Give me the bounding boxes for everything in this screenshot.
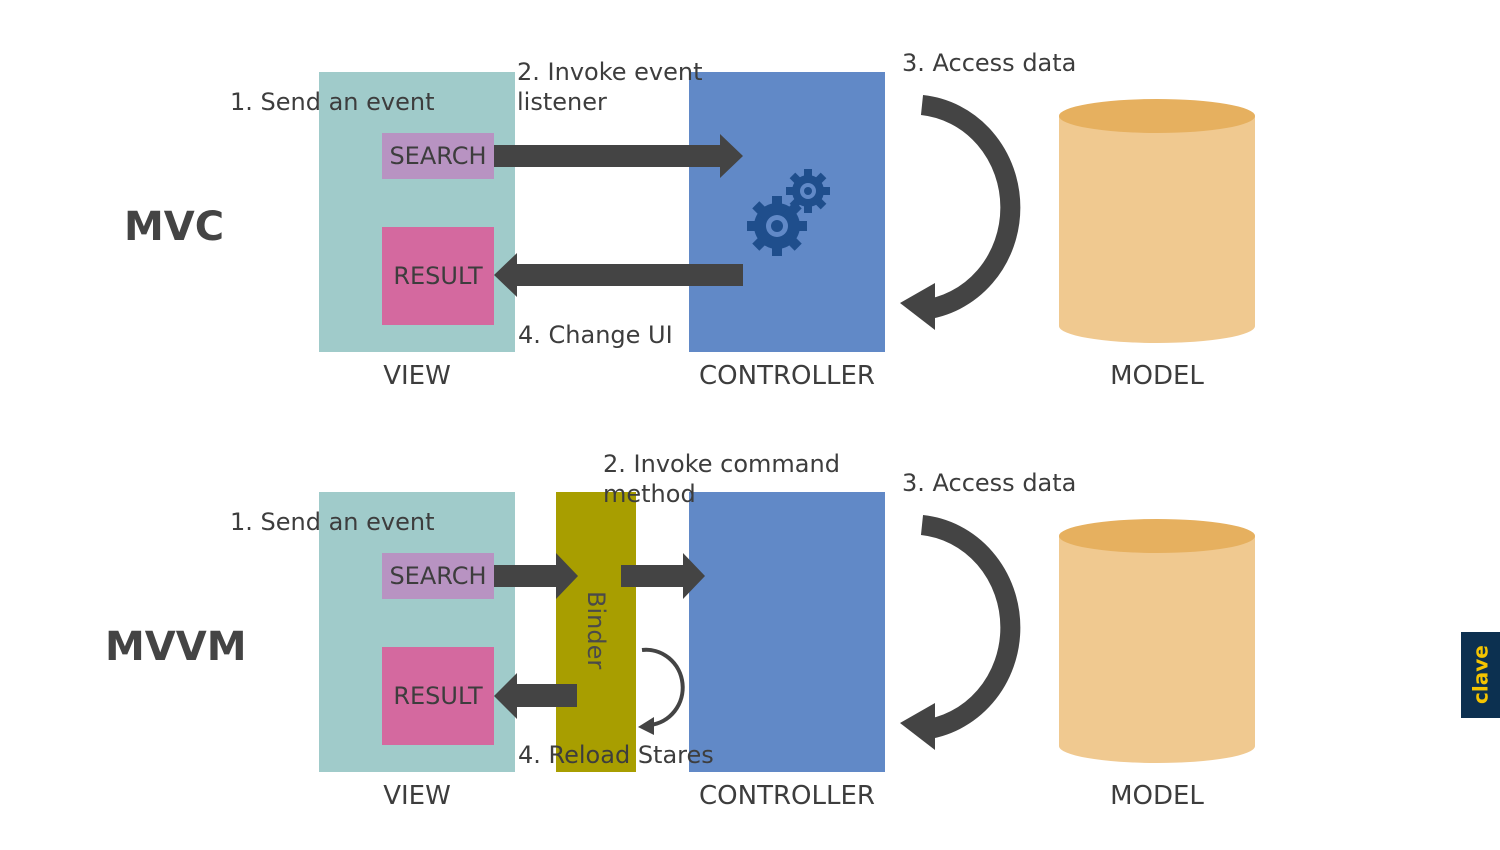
mvvm-step4-label: 4. Reload Stares (518, 741, 714, 769)
mvc-result-box: RESULT (382, 227, 494, 325)
mvc-title: MVC (124, 204, 225, 250)
mvvm-model-cylinder (1059, 519, 1255, 763)
binder-label: Binder (582, 590, 610, 670)
mvvm-reload-arrow (494, 673, 577, 719)
mvvm-model-caption: MODEL (1110, 781, 1204, 811)
mvc-model-caption: MODEL (1110, 361, 1204, 391)
gears-icon (747, 169, 830, 256)
binder-loop-arrow (638, 647, 685, 735)
mvvm-step1-label: 1. Send an event (230, 508, 435, 536)
mvc-step4-label: 4. Change UI (518, 321, 673, 349)
mvc-search-button[interactable]: SEARCH (382, 133, 494, 179)
mvc-view-caption: VIEW (383, 361, 451, 391)
mvvm-access-data-arrow (900, 515, 1021, 750)
binder-box (556, 492, 636, 772)
mvc-change-ui-arrow (494, 253, 743, 297)
mvvm-controller-box (689, 492, 885, 772)
mvvm-step3-label: 3. Access data (902, 469, 1077, 497)
mvvm-view-caption: VIEW (383, 781, 451, 811)
mvvm-result-box: RESULT (382, 647, 494, 745)
mvc-model-cylinder (1059, 99, 1255, 343)
mvc-step2-label-line1: 2. Invoke event (517, 58, 703, 86)
mvvm-search-button[interactable]: SEARCH (382, 553, 494, 599)
mvc-access-data-arrow (900, 95, 1021, 330)
mvc-step3-label: 3. Access data (902, 49, 1077, 77)
mvvm-title: MVVM (105, 624, 247, 670)
mvc-controller-caption: CONTROLLER (699, 361, 875, 391)
mvvm-step2-label-line2: method (603, 480, 696, 508)
mvvm-binder-to-controller-arrow (621, 553, 705, 599)
mvc-step1-label: 1. Send an event (230, 88, 435, 116)
mvvm-controller-caption: CONTROLLER (699, 781, 875, 811)
clave-logo-text: clave (1468, 645, 1493, 705)
mvvm-search-to-binder-arrow (494, 553, 578, 599)
mvc-step2-label-line2: listener (517, 88, 607, 116)
mvc-invoke-arrow (494, 134, 743, 178)
clave-logo[interactable]: clave (1461, 632, 1500, 718)
mvvm-step2-label-line1: 2. Invoke command (603, 450, 840, 478)
